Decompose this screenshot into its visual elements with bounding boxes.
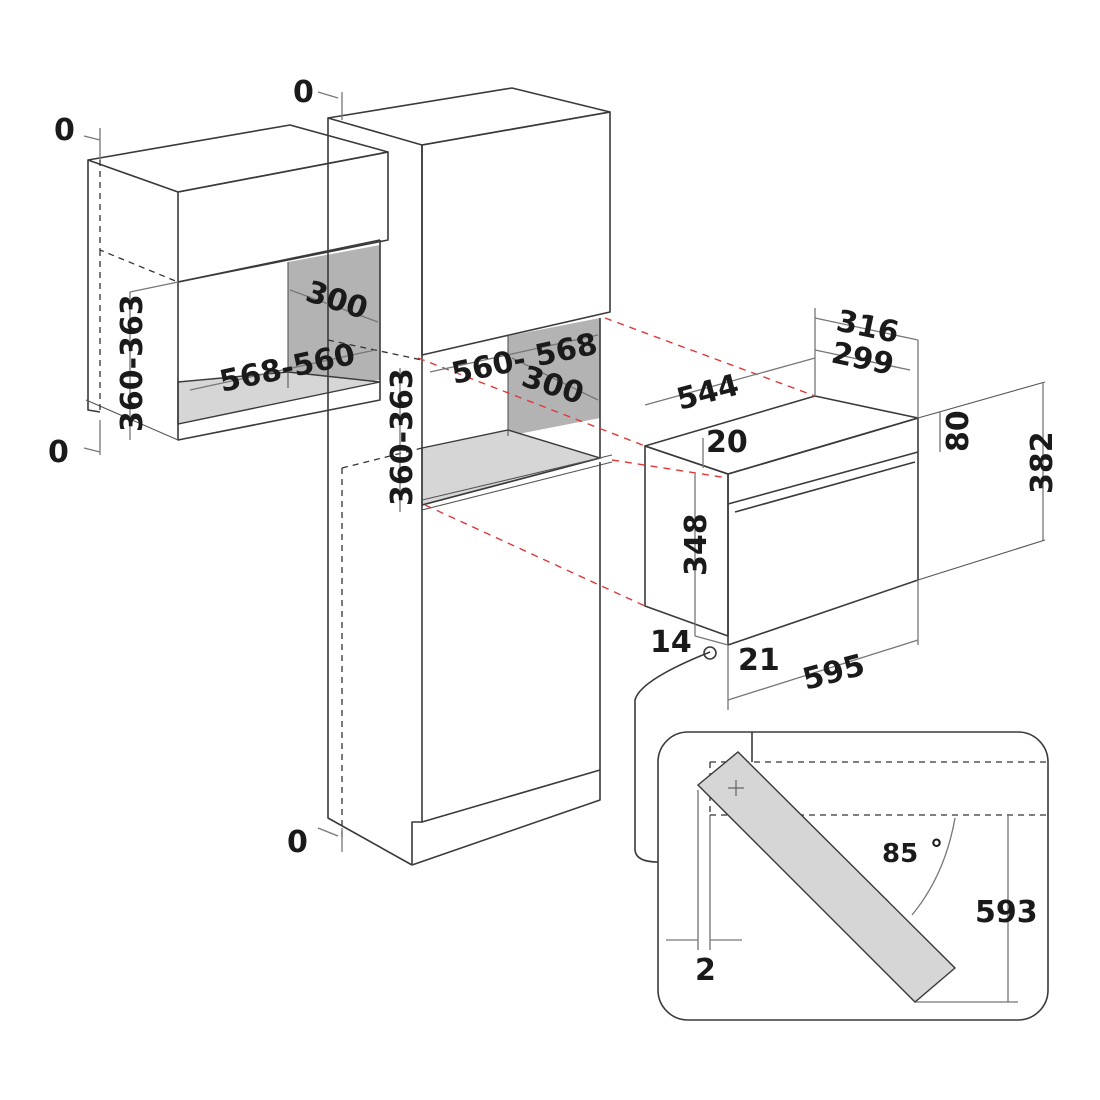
body-height-label: 348 (679, 513, 714, 576)
tall-clearance-bottom-label: 0 (287, 825, 308, 860)
detail-view (634, 646, 1049, 1021)
door-height-label: 593 (975, 895, 1038, 930)
top-offset-label: 20 (706, 425, 748, 460)
body-width-label: 544 (673, 368, 743, 418)
front-height-label: 382 (1025, 431, 1060, 494)
wall-niche-height-label: 360-363 (115, 294, 150, 432)
bottom-offset-label: 14 (650, 625, 692, 660)
front-width-label: 595 (799, 648, 869, 698)
angle-unit-label: ° (930, 835, 943, 865)
tall-niche-height-label: 360-363 (385, 368, 420, 506)
gap-label: 2 (695, 953, 716, 988)
wall-clearance-top-label: 0 (54, 113, 75, 148)
control-panel-height-label: 80 (941, 410, 976, 452)
dimension-lines (83, 91, 1044, 852)
wall-cabinet (85, 124, 389, 441)
tall-clearance-top-label: 0 (293, 75, 314, 110)
appliance (644, 381, 1046, 646)
wall-clearance-bottom-label: 0 (48, 435, 69, 470)
frame-offset-label: 21 (738, 643, 780, 678)
alignment-lines (417, 317, 816, 607)
tall-cabinet (327, 87, 613, 866)
angle-label: 85 (882, 839, 918, 869)
